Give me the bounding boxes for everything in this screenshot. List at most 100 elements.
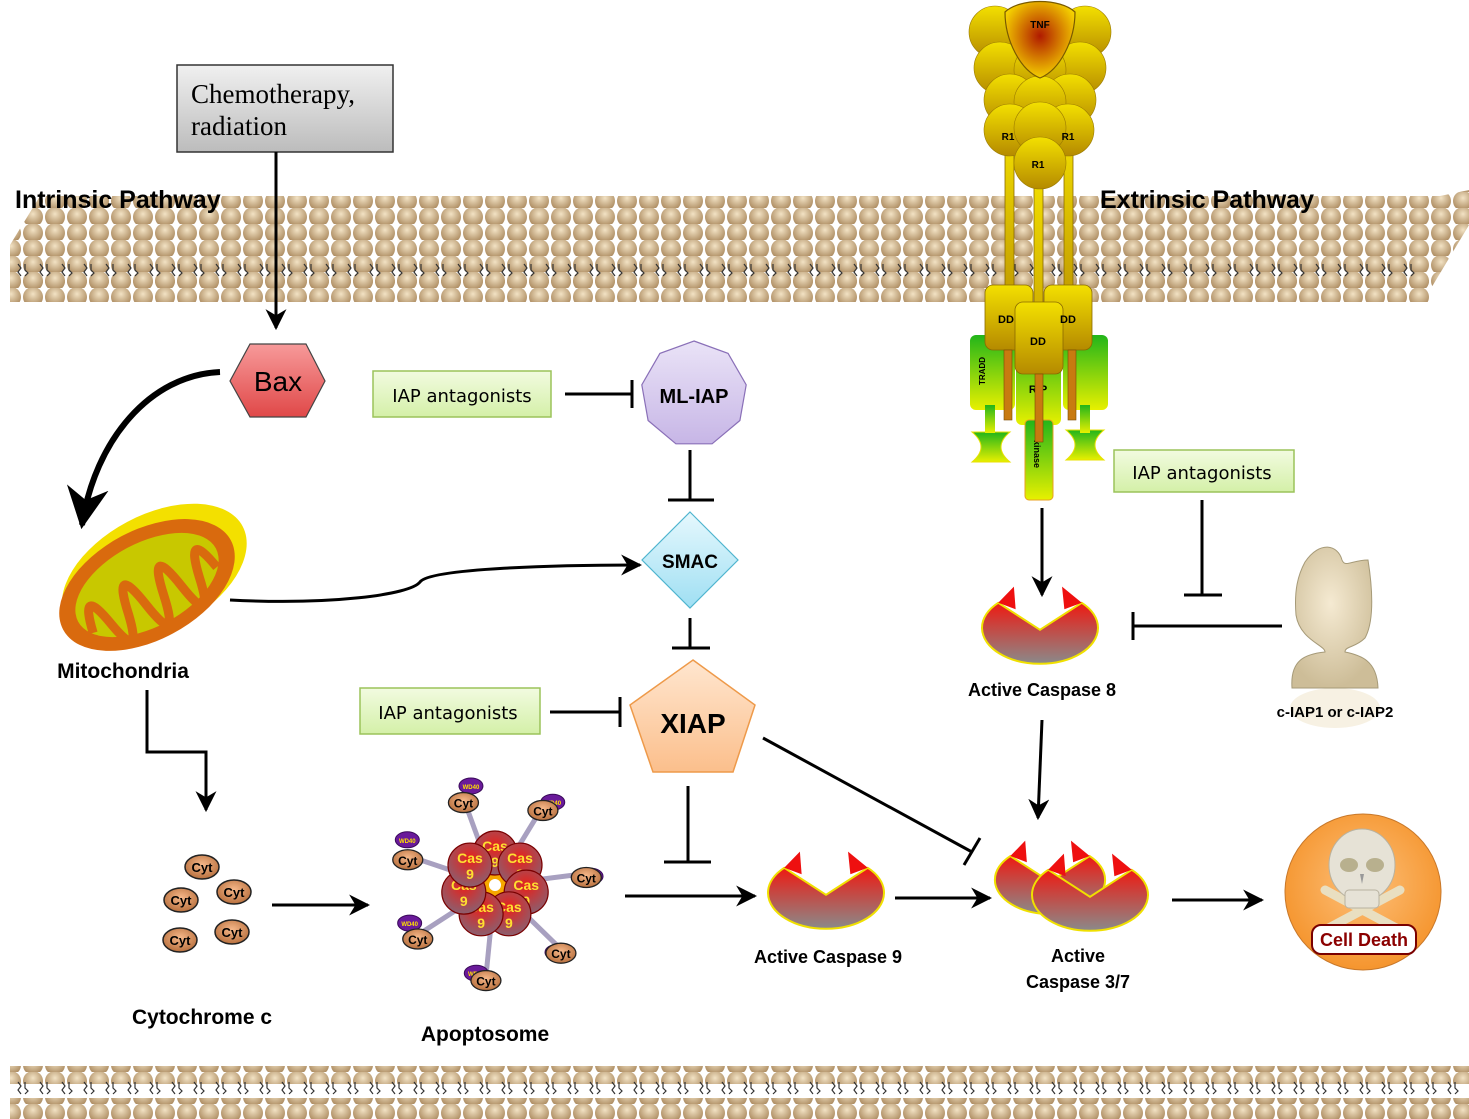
extrinsic-pathway-title: Extrinsic Pathway xyxy=(1100,186,1314,214)
arrow-caspase8-to-caspase37 xyxy=(1028,719,1050,821)
wd40-label: WD40 xyxy=(401,922,418,928)
apoptosome-cyt-label: Cyt xyxy=(476,975,495,989)
iap-antagonist-box-3: IAP antagonists xyxy=(1113,449,1295,493)
cytochrome-c-token: Cyt xyxy=(214,919,250,945)
cyt-label: Cyt xyxy=(170,933,192,948)
dd-label-right: DD xyxy=(1060,314,1076,326)
stimulus-line2: radiation xyxy=(191,111,287,141)
inhibit-xiap-to-caspase37 xyxy=(762,736,982,866)
iap-antagonist-box-2: IAP antagonists xyxy=(359,687,541,735)
apoptosome-cyt-label: Cyt xyxy=(398,854,417,868)
cyt-label: Cyt xyxy=(192,860,214,875)
cas9-label: Cas xyxy=(507,850,533,866)
receptor-domain-ball xyxy=(1013,136,1067,190)
ml-iap-node: ML-IAP xyxy=(641,340,747,445)
cell-death-label: Cell Death xyxy=(1320,930,1408,950)
tradd-label: TRADD xyxy=(978,357,987,385)
apoptosome-cyt-label: Cyt xyxy=(408,933,427,947)
intrinsic-pathway-title: Intrinsic Pathway xyxy=(15,186,221,214)
inhibit-ciap-to-caspase8 xyxy=(1131,612,1282,640)
apoptosome-cyt-label: Cyt xyxy=(551,947,570,961)
inhibit-antagonist-to-mliap xyxy=(565,380,634,408)
caspase-tip xyxy=(848,851,868,875)
bax-node: Bax xyxy=(229,343,326,418)
cas9-label: Cas xyxy=(482,838,508,854)
inhibit-antagonist-to-xiap xyxy=(550,697,622,727)
mitochondria-label: Mitochondria xyxy=(57,660,189,683)
caspase-body xyxy=(1031,868,1149,932)
caspase-tip xyxy=(998,586,1016,610)
cas9-label: Cas xyxy=(513,877,539,893)
wd40-label: WD40 xyxy=(399,839,416,845)
iap-antagonist-label-3: IAP antagonists xyxy=(1132,463,1271,484)
apoptosome-cyt: Cyt xyxy=(570,866,602,889)
bax-label: Bax xyxy=(254,366,302,397)
caspase-body xyxy=(981,601,1099,665)
active-caspase-9-icon xyxy=(767,851,885,930)
caspase-tip xyxy=(1062,586,1082,610)
xiap-node: XIAP xyxy=(629,659,756,773)
wd40-domain: WD40 xyxy=(458,777,484,795)
kinase-label: kinase xyxy=(1032,440,1042,468)
dd-label-left: DD xyxy=(998,314,1014,326)
arrow-bax-to-mitochondria xyxy=(66,369,221,530)
r1-label-right: R1 xyxy=(1062,132,1075,143)
cas9-number: 9 xyxy=(505,915,513,931)
active-caspase-8-icon xyxy=(981,586,1099,665)
r1-label-center: R1 xyxy=(1032,160,1045,171)
cas9-number: 9 xyxy=(466,866,474,882)
cytochrome-c-label: Cytochrome c xyxy=(132,1006,272,1029)
crossbones-icon xyxy=(1320,885,1405,935)
apoptosome-cyt-label: Cyt xyxy=(533,804,552,818)
cas9-label: Cas xyxy=(457,850,483,866)
ml-iap-label: ML-IAP xyxy=(660,386,729,408)
active-caspase-7-icon xyxy=(1031,853,1149,932)
apoptosome-cyt: Cyt xyxy=(447,791,480,814)
apoptosome-cyt-label: Cyt xyxy=(454,797,473,811)
ciap-node: c-IAP1 or c-IAP2 xyxy=(1277,546,1394,728)
wd40-domain: WD40 xyxy=(394,831,420,849)
inhibit-antagonist-to-ciap xyxy=(1184,500,1222,597)
cyt-label: Cyt xyxy=(224,885,246,900)
apoptosome-cyt: Cyt xyxy=(402,928,434,950)
caspase-tip xyxy=(1048,853,1066,877)
tradd-foot-left xyxy=(970,431,1012,463)
stimulus-box: Chemotherapy, radiation xyxy=(176,64,394,153)
active-caspase-37-label-line2: Caspase 3/7 xyxy=(1026,972,1130,992)
active-caspase-9-label: Active Caspase 9 xyxy=(754,947,902,967)
inhibit-xiap-to-caspase9 xyxy=(664,786,711,864)
mitochondria-icon xyxy=(59,503,247,651)
r1-label-left: R1 xyxy=(1002,132,1015,143)
cytochrome-c-token: Cyt xyxy=(162,927,198,953)
caspase-body xyxy=(767,866,885,930)
skull-icon xyxy=(1328,828,1396,909)
smac-label: SMAC xyxy=(662,552,718,573)
cas9-number: 9 xyxy=(491,854,499,870)
caspase-tip xyxy=(1070,840,1090,863)
arrow-mitochondria-to-cytochrome xyxy=(145,690,217,813)
inhibit-smac-to-xiap xyxy=(672,618,710,650)
bottom-cell-membrane xyxy=(10,1066,1469,1119)
iap-antagonist-label-1: IAP antagonists xyxy=(392,386,531,407)
apoptosome-cyt: Cyt xyxy=(527,799,559,822)
cell-death-node: Cell Death xyxy=(1284,813,1442,971)
cyt-label: Cyt xyxy=(222,925,244,940)
apoptosome-cyt: Cyt xyxy=(545,942,577,964)
caspase-tip xyxy=(1112,853,1132,877)
arrow-mitochondria-to-smac xyxy=(229,554,643,603)
cytochrome-c-token: Cyt xyxy=(184,854,220,880)
stimulus-box-bg xyxy=(176,64,394,153)
tnf-ligand-icon xyxy=(1004,0,1076,79)
apoptosome-cyt: Cyt xyxy=(392,849,424,871)
apoptosome-cyt: Cyt xyxy=(470,969,502,992)
active-caspase-8-label: Active Caspase 8 xyxy=(968,680,1116,700)
tradd-foot-right xyxy=(1064,429,1106,461)
apoptosome-cyt-label: Cyt xyxy=(577,871,596,885)
ciap-label: c-IAP1 or c-IAP2 xyxy=(1277,704,1394,721)
tnf-label: TNF xyxy=(1030,20,1049,31)
stimulus-line1: Chemotherapy, xyxy=(191,79,355,109)
cas9-number: 9 xyxy=(477,915,485,931)
active-caspase-37-label-line1: Active xyxy=(1051,946,1105,966)
